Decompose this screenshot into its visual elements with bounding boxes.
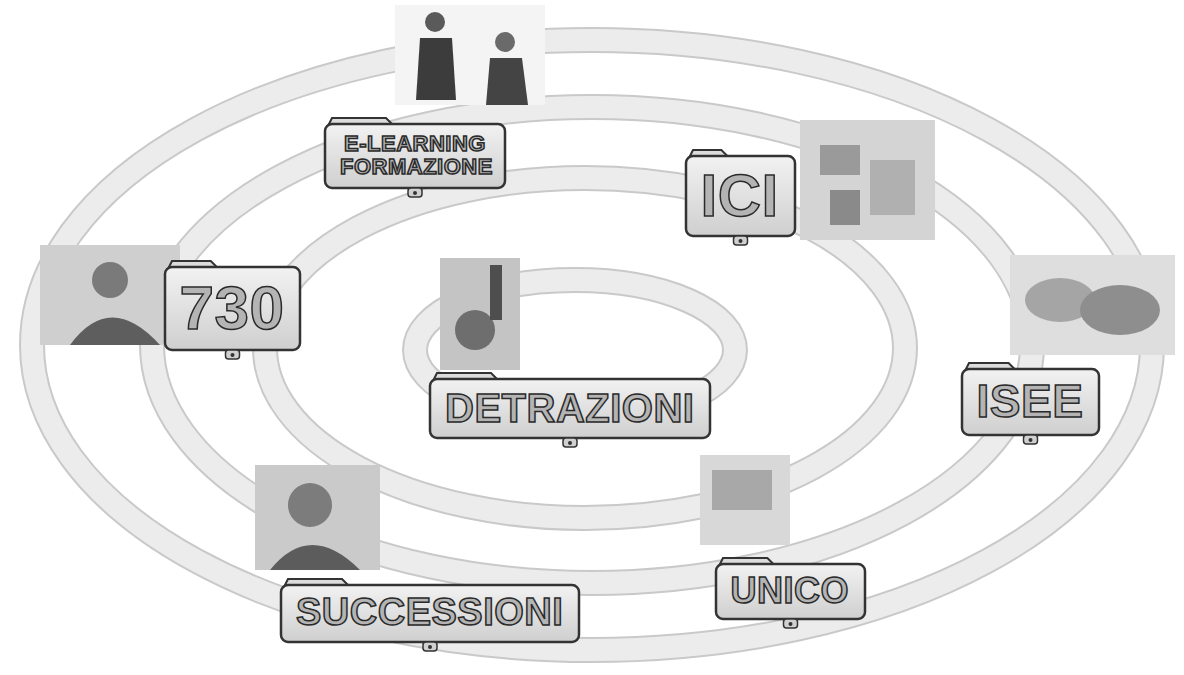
- folder-label: DETRAZIONI: [445, 387, 694, 429]
- photo-ground: [1010, 255, 1175, 355]
- photo-coins: [1010, 255, 1175, 355]
- folder-icon: ICI: [685, 148, 796, 237]
- photo-detail: [712, 470, 772, 510]
- ring: [152, 107, 1032, 583]
- ring: [32, 40, 1152, 650]
- folder-knob: [1023, 435, 1037, 444]
- folder-knob-dot: [413, 191, 417, 195]
- photo-figure: [486, 58, 528, 105]
- ring-edge: [152, 107, 1032, 583]
- folder-icon: UNICO: [715, 556, 866, 620]
- photo-ground: [395, 5, 545, 105]
- folder-icon: SUCCESSIONI: [280, 577, 580, 643]
- folder-knob-dot: [788, 622, 792, 626]
- folder-body: [165, 267, 300, 350]
- photo-detail: [1080, 285, 1160, 335]
- folder-knob: [225, 350, 239, 359]
- photo-ground: [440, 258, 520, 370]
- folder-label: UNICO: [731, 572, 850, 610]
- photo-detail: [830, 190, 860, 225]
- photo-figure: [92, 262, 128, 298]
- folder-knob: [408, 188, 422, 197]
- photo-ground: [700, 455, 790, 545]
- folder-knob-dot: [738, 239, 742, 243]
- folder-icon: 730: [164, 259, 301, 351]
- folder-body: [281, 585, 579, 642]
- photo-figure: [70, 318, 160, 346]
- folder-body: [430, 379, 710, 438]
- photo-figure: [455, 310, 495, 350]
- folder-label: SUCCESSIONI: [296, 593, 563, 633]
- folder-icon: E-LEARNING FORMAZIONE: [324, 116, 506, 189]
- ring-edge: [32, 40, 1152, 650]
- folder-knob: [733, 236, 747, 245]
- folder-knob-dot: [1028, 438, 1032, 442]
- photo-detail: [820, 145, 860, 175]
- photo-figure: [495, 32, 515, 52]
- photo-portrait: [255, 465, 380, 570]
- folder-knob-dot: [428, 645, 432, 649]
- folder-body: [962, 369, 1099, 435]
- concentric-rings: [32, 40, 1152, 650]
- photo-detail: [870, 160, 915, 215]
- photo-meeting: [395, 5, 545, 105]
- folder-knob-dot: [230, 353, 234, 357]
- folder-label: E-LEARNING FORMAZIONE: [340, 132, 490, 178]
- photo-figure: [270, 545, 360, 570]
- folder-knob-dot: [568, 441, 572, 445]
- folder-body: [686, 156, 795, 236]
- folder-label: 730: [180, 275, 285, 340]
- photo-figure: [416, 38, 456, 100]
- photo-documents: [700, 455, 790, 545]
- photo-student: [440, 258, 520, 370]
- photo-house: [800, 120, 935, 240]
- folder-body: [325, 124, 505, 188]
- folder-icon: DETRAZIONI: [429, 371, 711, 439]
- photo-ground: [40, 245, 180, 345]
- photo-ground: [800, 120, 935, 240]
- folder-label: ICI: [701, 164, 779, 227]
- folder-knob: [563, 438, 577, 447]
- folder-body: [716, 564, 865, 619]
- folder-knob: [423, 642, 437, 651]
- photo-figure: [490, 265, 502, 320]
- folder-label: ISEE: [977, 377, 1084, 425]
- folder-knob: [783, 619, 797, 628]
- folder-icon: ISEE: [961, 361, 1100, 436]
- photo-figure: [425, 12, 445, 32]
- photo-ground: [255, 465, 380, 570]
- photo-worker: [40, 245, 180, 345]
- photo-figure: [288, 483, 332, 527]
